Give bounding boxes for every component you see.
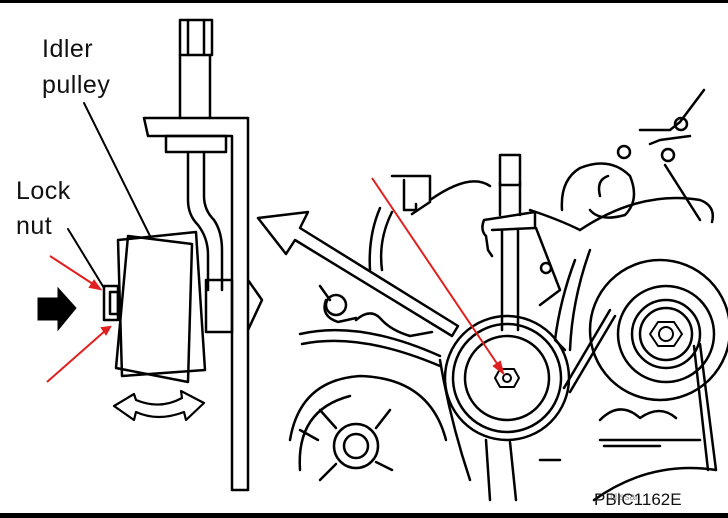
lock-nut-label-line2: nut: [16, 212, 53, 240]
idler-pulley-label-line2: pulley: [42, 71, 111, 99]
push-arrow-icon: [37, 286, 77, 332]
detail-pointer-arrow-icon: [256, 210, 460, 338]
idler-pulley-leader: [83, 102, 151, 237]
tensioner-bolt: [481, 153, 537, 332]
lock-nut-leader: [67, 228, 105, 289]
figure-code: PBIC1162E: [594, 490, 682, 509]
red-arrow-upper: [49, 255, 97, 287]
top-border: [0, 0, 728, 3]
water-pump-pulley: [288, 374, 448, 482]
watermark: Nissan: [610, 492, 641, 503]
drive-belt: [562, 308, 612, 390]
adjusting-bolt-bracket: [142, 18, 264, 492]
idler-pulley-label-line1: Idler: [42, 35, 94, 63]
lock-nut-label-line1: Lock: [16, 177, 71, 205]
alternator-pulley: [588, 258, 728, 402]
idler-pulley-engine: [443, 314, 571, 442]
red-arrow-lower: [46, 329, 107, 383]
bottom-border: [0, 513, 728, 518]
idler-pulley-left: [102, 230, 207, 384]
rotate-double-arrow-icon: [112, 389, 206, 422]
red-arrow-engine: [371, 177, 501, 369]
